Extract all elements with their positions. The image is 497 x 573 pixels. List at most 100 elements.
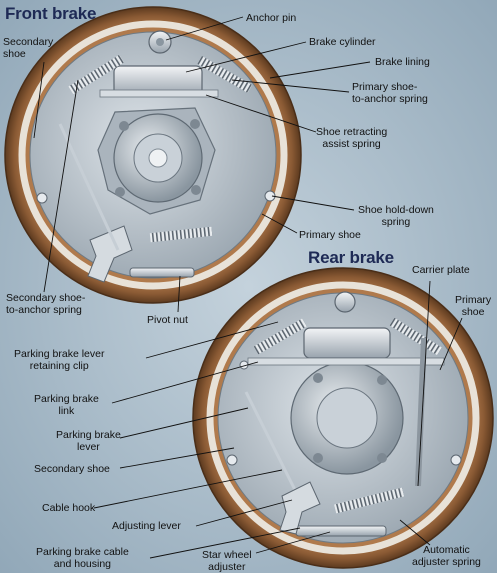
label-pivot-nut: Pivot nut — [147, 314, 188, 326]
leader-parking-lever — [119, 407, 249, 439]
leader-lines — [33, 16, 463, 559]
label-line: shoe — [3, 48, 26, 60]
leader-star-wheel — [255, 531, 331, 554]
rear-shoe-rim — [206, 281, 480, 555]
front-adjuster-cable — [58, 123, 120, 251]
leader-secondary-shoe-front — [33, 61, 45, 139]
label-line: shoe — [461, 306, 485, 318]
label-line: spring — [381, 216, 411, 228]
front-anchor-pin-center — [156, 38, 164, 46]
front-adjusting-lever — [87, 225, 133, 283]
label-line: Star wheel — [202, 549, 252, 561]
rear-bolt — [313, 373, 323, 383]
front-hub-center — [148, 148, 168, 168]
rear-bolt — [313, 453, 323, 463]
rear-brake-assembly — [192, 267, 494, 569]
front-hold-down-left — [36, 192, 48, 204]
label-line: Parking brake cable — [36, 546, 129, 558]
label-brake-cylinder: Brake cylinder — [309, 36, 376, 48]
label-carrier-plate: Carrier plate — [412, 264, 470, 276]
leader-brake-cylinder — [185, 41, 307, 73]
rear-brake-title: Rear brake — [308, 248, 394, 267]
label-line: Primary — [455, 294, 492, 306]
front-retracting-spring-bar — [99, 89, 219, 98]
label-shoe-hold-down-spring: Shoe hold-down spring — [358, 204, 434, 228]
label-line: Shoe hold-down — [358, 204, 434, 216]
label-shoe-retracting-assist-spring: Shoe retracting assist spring — [316, 126, 387, 150]
label-star-wheel-adjuster: Star wheel adjuster — [202, 549, 252, 573]
label-line: link — [58, 405, 75, 417]
front-bolt — [115, 187, 125, 197]
label-parking-brake-link: Parking brake link — [34, 393, 99, 417]
leader-anchor-pin — [165, 16, 244, 41]
label-cable-hook: Cable hook — [42, 502, 96, 514]
label-parking-brake-lever: Parking brake lever — [56, 429, 121, 453]
rear-wheel-cylinder — [303, 327, 391, 359]
leader-retaining-clip — [145, 321, 279, 359]
label-secondary-shoe-front: Secondary shoe — [3, 36, 53, 60]
label-parking-brake-cable-and-housing: Parking brake cable and housing — [36, 546, 129, 570]
label-primary-shoe-front: Primary shoe — [299, 229, 361, 241]
leader-parking-cable — [149, 527, 301, 559]
leader-pivot-nut — [177, 275, 181, 313]
label-line: to-anchor spring — [6, 304, 82, 316]
leader-automatic-adjuster — [399, 519, 431, 546]
rear-parking-brake-link — [247, 357, 445, 366]
label-line: adjuster spring — [412, 556, 481, 568]
rear-bolt — [377, 453, 387, 463]
label-line: retaining clip — [29, 360, 89, 372]
label-automatic-adjuster-spring: Automatic adjuster spring — [412, 544, 481, 568]
leader-cable-hook — [93, 469, 283, 509]
leader-parking-link — [111, 361, 259, 404]
label-line: Automatic — [423, 544, 470, 556]
label-line: Secondary shoe- — [6, 292, 86, 304]
label-secondary-shoe-rear: Secondary shoe — [34, 463, 110, 475]
label-line: Primary shoe- — [352, 81, 418, 93]
leader-primary-shoe-front — [261, 213, 298, 234]
leader-secondary-anchor-spring — [43, 79, 79, 293]
label-line: lever — [77, 441, 100, 453]
label-primary-shoe-to-anchor-spring: Primary shoe- to-anchor spring — [352, 81, 428, 105]
label-line: to-anchor spring — [352, 93, 428, 105]
front-bolt — [190, 119, 200, 129]
front-shoe-rim — [18, 20, 288, 290]
label-line: Parking brake — [34, 393, 99, 405]
front-adjuster-spring — [149, 226, 213, 243]
front-brake-assembly — [4, 6, 302, 304]
rear-hold-down-right — [450, 454, 462, 466]
front-secondary-anchor-spring — [68, 54, 125, 95]
label-secondary-shoe-to-anchor-spring: Secondary shoe- to-anchor spring — [6, 292, 85, 316]
rear-star-wheel-adjuster — [295, 525, 387, 537]
label-primary-shoe-rear: Primary shoe — [455, 294, 491, 318]
leader-hold-down-spring — [271, 195, 355, 211]
front-bolt — [119, 121, 129, 131]
rear-primary-anchor-spring — [389, 317, 442, 356]
front-hold-down-right — [264, 190, 276, 202]
front-star-adjuster — [129, 267, 195, 278]
rear-anchor-pin — [334, 291, 356, 313]
label-anchor-pin: Anchor pin — [246, 12, 297, 24]
label-parking-brake-lever-retaining-clip: Parking brake lever retaining clip — [14, 348, 104, 372]
rear-hold-down-left — [226, 454, 238, 466]
rear-adjuster-cable — [244, 391, 302, 501]
rear-bolt — [377, 375, 387, 385]
label-adjusting-lever: Adjusting lever — [112, 520, 181, 532]
rear-adjusting-lever — [279, 481, 321, 535]
label-line: Shoe retracting — [316, 126, 388, 138]
leader-brake-lining — [269, 61, 371, 79]
rear-adjuster-spring — [334, 487, 405, 514]
label-line: Secondary — [3, 36, 54, 48]
leader-secondary-shoe-rear — [119, 447, 235, 469]
rear-hub-bore — [316, 387, 378, 449]
front-brake-title: Front brake — [5, 4, 97, 23]
label-line: Parking brake lever — [14, 348, 105, 360]
label-line: and housing — [53, 558, 112, 570]
rear-secondary-anchor-spring — [253, 318, 307, 355]
leader-carrier-plate — [417, 280, 431, 487]
leader-primary-shoe-rear — [439, 317, 463, 371]
leader-retracting-spring — [205, 94, 317, 133]
label-line: Parking brake — [56, 429, 121, 441]
label-line: assist spring — [322, 138, 381, 150]
